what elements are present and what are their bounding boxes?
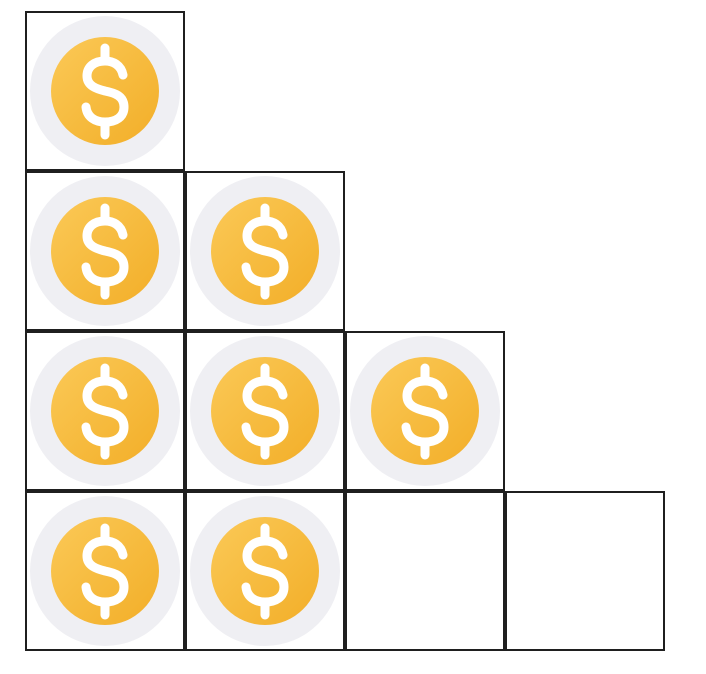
grid-cell-coin	[25, 171, 185, 331]
grid-cell-coin	[25, 11, 185, 171]
dollar-coin-icon	[30, 336, 180, 486]
grid-cell-empty	[345, 491, 505, 651]
dollar-coin-icon	[30, 176, 180, 326]
dollar-coin-icon	[30, 16, 180, 166]
coin	[189, 335, 341, 487]
dollar-coin-icon	[190, 176, 340, 326]
coin	[29, 335, 181, 487]
coin	[29, 495, 181, 647]
grid-cell-coin	[25, 491, 185, 651]
dollar-coin-icon	[350, 336, 500, 486]
grid-cell-coin	[185, 491, 345, 651]
dollar-coin-icon	[30, 496, 180, 646]
grid-cell-coin	[185, 331, 345, 491]
coin	[29, 15, 181, 167]
dollar-coin-icon	[190, 336, 340, 486]
coin	[189, 495, 341, 647]
grid-cell-coin	[185, 171, 345, 331]
coin	[29, 175, 181, 327]
coin	[189, 175, 341, 327]
grid-cell-coin	[345, 331, 505, 491]
grid-cell-empty	[505, 491, 665, 651]
coin	[349, 335, 501, 487]
dollar-coin-icon	[190, 496, 340, 646]
grid-cell-coin	[25, 331, 185, 491]
